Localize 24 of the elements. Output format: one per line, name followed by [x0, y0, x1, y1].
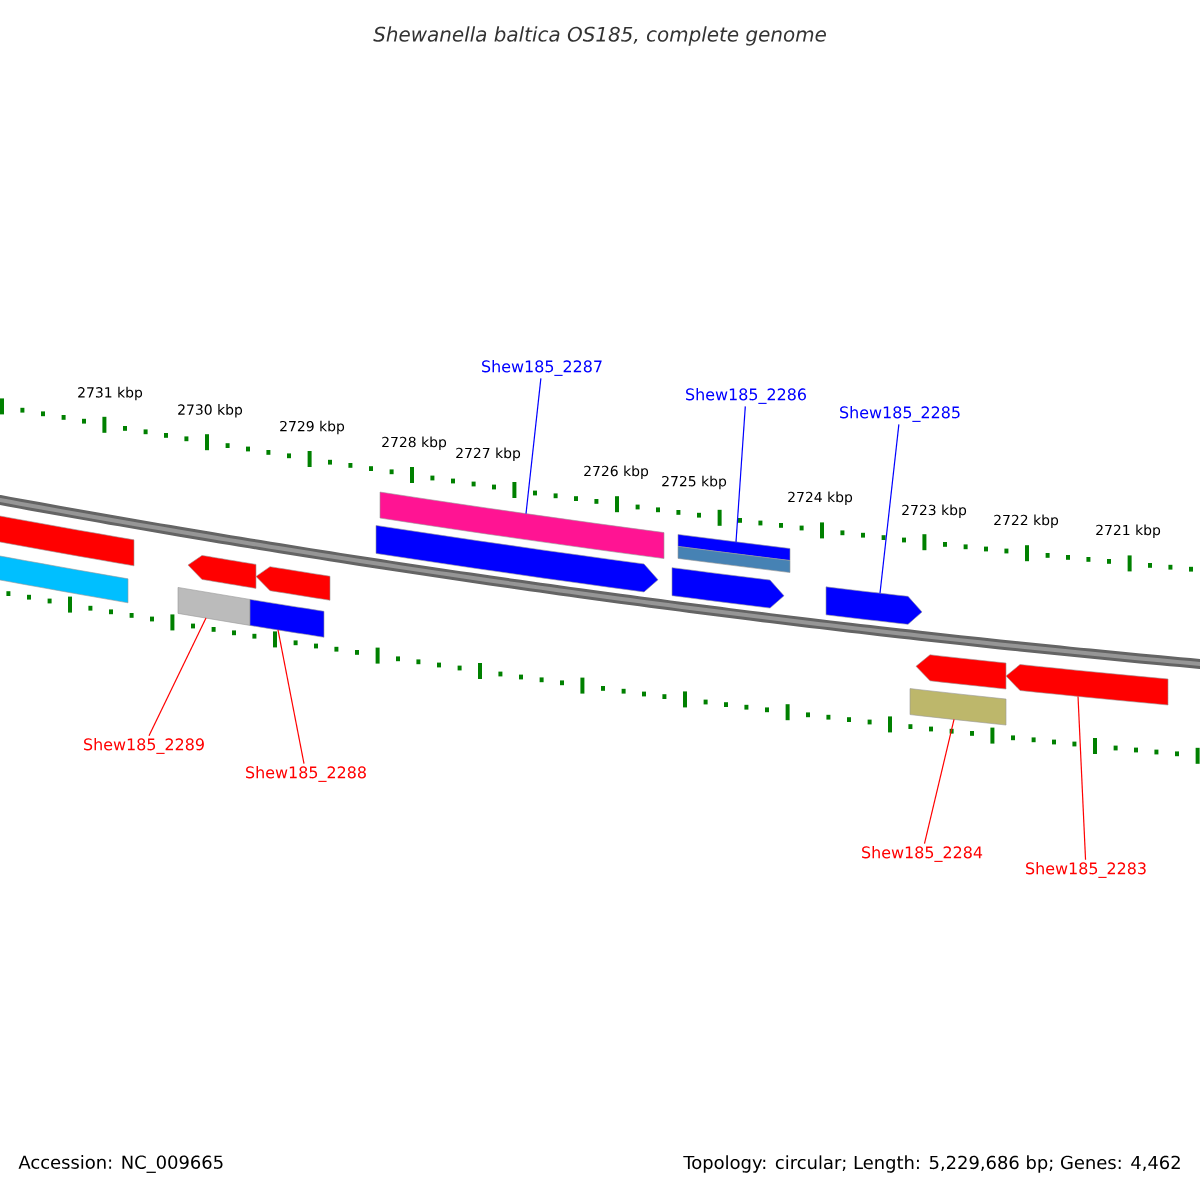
gene-bar: [677, 534, 791, 561]
leader-line: [923, 718, 955, 845]
gene-bar: [909, 688, 1007, 726]
leader-line: [1077, 695, 1087, 861]
gene-block: [1005, 664, 1169, 706]
gene-bar: [0, 553, 129, 604]
gene-bar: [677, 546, 791, 573]
leader-line: [525, 377, 542, 515]
gene-block: [671, 567, 785, 609]
leader-line: [735, 405, 746, 543]
gene-bar: [177, 587, 251, 626]
gene-bar: [379, 491, 665, 559]
title: Shewanella baltica OS185, complete genome: [373, 26, 826, 46]
gene-block: [825, 586, 923, 625]
footer-text: Topology: circular; Length: 5,229,686 bp; Genes: 4,462: [683, 1155, 1180, 1173]
gene-bar: [249, 599, 325, 638]
footer-text: Accession: NC_009665: [18, 1155, 223, 1173]
gene-block: [187, 555, 257, 589]
gene-block: [375, 525, 659, 593]
leader-line: [277, 629, 305, 765]
leader-line: [879, 423, 900, 594]
gene-block: [915, 654, 1007, 690]
gene-bar: [0, 513, 135, 567]
gene-block: [255, 566, 331, 601]
